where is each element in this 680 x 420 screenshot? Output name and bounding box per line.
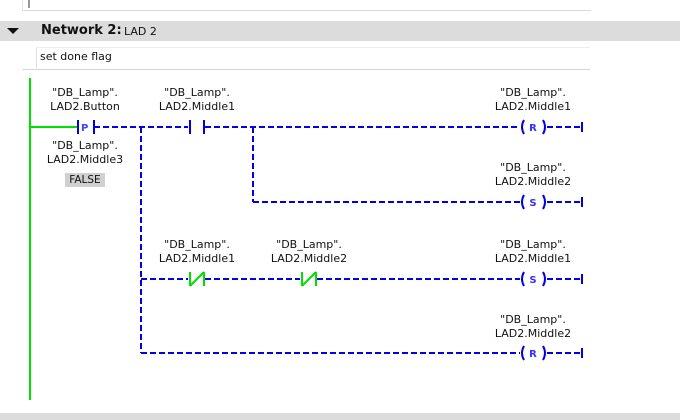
edge-memory-label[interactable]: "DB_Lamp".LAD2.Middle3 xyxy=(30,139,140,167)
tag-name: LAD2.Middle1 xyxy=(494,100,572,113)
operand-label[interactable]: "DB_Lamp".LAD2.Middle2 xyxy=(478,161,588,189)
db-name: "DB_Lamp". xyxy=(276,238,342,251)
network-header[interactable] xyxy=(0,21,680,41)
operand-label[interactable]: "DB_Lamp".LAD2.Middle2 xyxy=(478,313,588,341)
edge-value-badge: FALSE xyxy=(65,173,105,187)
db-name: "DB_Lamp". xyxy=(500,313,566,326)
operand-label[interactable]: "DB_Lamp".LAD2.Middle1 xyxy=(142,238,252,266)
previous-network-bar xyxy=(28,0,30,8)
operand-label[interactable]: "DB_Lamp".LAD2.Button xyxy=(30,86,140,114)
coil-r4-symbol: R xyxy=(529,349,537,360)
network-comment[interactable]: set done flag xyxy=(36,47,590,68)
operand-label[interactable]: "DB_Lamp".LAD2.Middle1 xyxy=(142,86,252,114)
tag-name: LAD2.Middle1 xyxy=(158,100,236,113)
operand-label[interactable]: "DB_Lamp".LAD2.Middle2 xyxy=(254,238,364,266)
previous-network-box xyxy=(22,0,591,11)
coil-r1[interactable] xyxy=(521,119,546,135)
network-name[interactable]: LAD 2 xyxy=(124,25,157,38)
network-title: Network 2: xyxy=(41,23,122,38)
db-name: "DB_Lamp". xyxy=(164,86,230,99)
db-name: "DB_Lamp". xyxy=(164,238,230,251)
coil-r4[interactable] xyxy=(521,345,546,361)
db-name: "DB_Lamp". xyxy=(500,238,566,251)
tag-name: LAD2.Middle1 xyxy=(494,252,572,265)
tag-name: LAD2.Middle2 xyxy=(494,175,572,188)
tag-name: LAD2.Middle2 xyxy=(270,252,348,265)
tag-name: LAD2.Middle1 xyxy=(158,252,236,265)
separator xyxy=(22,69,590,70)
coil-s2[interactable] xyxy=(521,194,546,210)
tag-name: LAD2.Middle3 xyxy=(46,153,124,166)
contact-no[interactable] xyxy=(189,120,205,134)
contact-p[interactable] xyxy=(77,120,95,134)
coil-s3[interactable] xyxy=(521,271,546,287)
db-name: "DB_Lamp". xyxy=(500,161,566,174)
coil-s3-symbol: S xyxy=(529,275,536,286)
coil-r1-symbol: R xyxy=(529,123,537,134)
coil-s2-symbol: S xyxy=(529,198,536,209)
db-name: "DB_Lamp". xyxy=(500,86,566,99)
operand-label[interactable]: "DB_Lamp".LAD2.Middle1 xyxy=(478,86,588,114)
tag-name: LAD2.Middle2 xyxy=(494,327,572,340)
db-name: "DB_Lamp". xyxy=(52,86,118,99)
contact-nc-2[interactable] xyxy=(301,271,317,287)
contact-p-symbol: P xyxy=(81,123,88,134)
db-name: "DB_Lamp". xyxy=(52,139,118,152)
collapse-triangle-icon[interactable] xyxy=(7,28,19,34)
operand-label[interactable]: "DB_Lamp".LAD2.Middle1 xyxy=(478,238,588,266)
tag-name: LAD2.Button xyxy=(50,100,120,113)
next-network-header xyxy=(0,413,680,420)
contact-nc-1[interactable] xyxy=(189,271,205,287)
